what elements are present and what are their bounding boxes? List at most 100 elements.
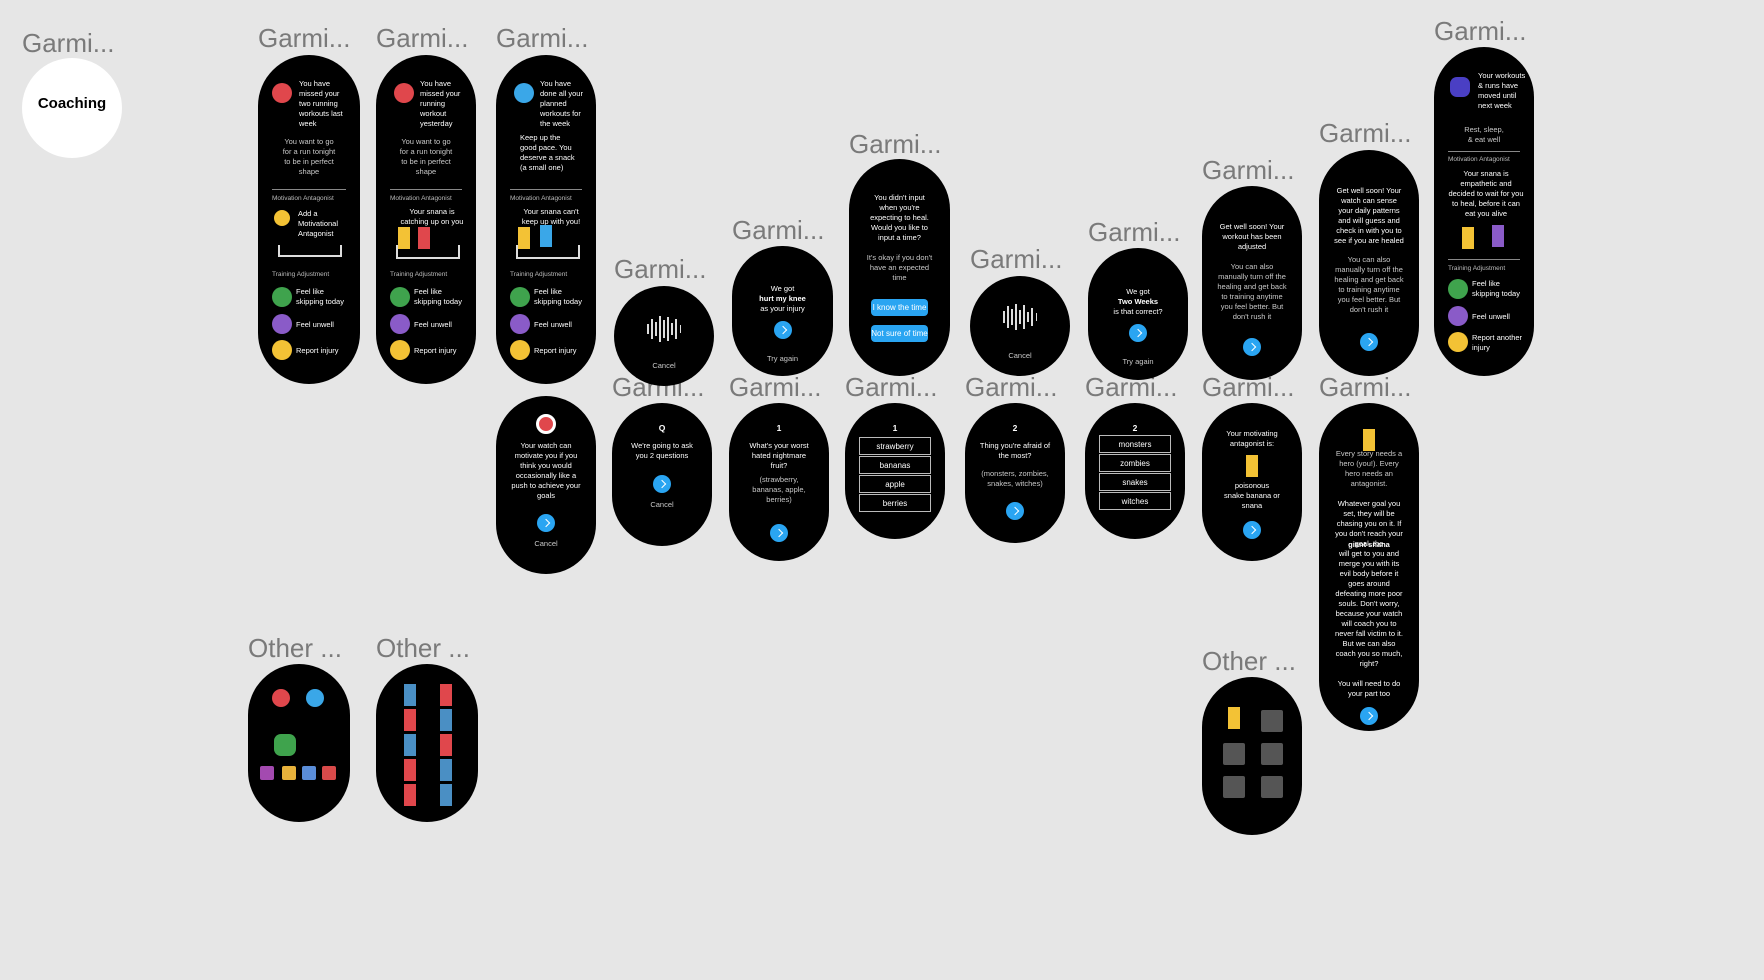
cancel-button[interactable]: Cancel bbox=[534, 539, 558, 548]
plus-icon[interactable] bbox=[510, 340, 530, 360]
cancel-button[interactable]: Cancel bbox=[1008, 351, 1032, 360]
watch-screen-missed-two-workouts[interactable]: You have missed your two running workout… bbox=[258, 55, 360, 384]
watch-screen-motivate-intro[interactable]: Your watch can motivate you if you think… bbox=[496, 396, 596, 574]
option-monsters[interactable]: monsters bbox=[1099, 435, 1171, 453]
watch-screen-answer-1[interactable]: 1 strawberry bananas apple berries bbox=[845, 403, 945, 539]
plus-icon[interactable] bbox=[390, 340, 410, 360]
smile-icon[interactable] bbox=[272, 287, 292, 307]
frame-label[interactable]: Garmi... bbox=[729, 372, 822, 402]
frame-label[interactable]: Garmi... bbox=[1319, 372, 1412, 402]
watch-screen-injury-confirm[interactable]: We got hurt my knee as your injury Try a… bbox=[732, 246, 833, 376]
cancel-button[interactable]: Cancel bbox=[650, 500, 674, 509]
watch-screen-voice-input[interactable]: Cancel bbox=[970, 276, 1070, 376]
frame-label[interactable]: Garmi... bbox=[258, 23, 351, 53]
plus-icon[interactable] bbox=[274, 210, 290, 226]
confirm-button[interactable] bbox=[1129, 324, 1147, 342]
watch-screen-question-2[interactable]: 2 Thing you're afraid of the most? (mons… bbox=[965, 403, 1065, 543]
frame-label[interactable]: Garmi... bbox=[1434, 16, 1527, 46]
add-antagonist-item[interactable]: Add a Motivational Antagonist bbox=[298, 209, 339, 238]
sick-face-icon[interactable] bbox=[390, 314, 410, 334]
frame-label[interactable]: Garmi... bbox=[970, 244, 1063, 274]
action-unwell[interactable]: Feel unwell bbox=[534, 320, 572, 329]
continue-button[interactable] bbox=[1243, 338, 1261, 356]
continue-button[interactable] bbox=[1360, 333, 1378, 351]
sick-face-icon[interactable] bbox=[1448, 306, 1468, 326]
watch-screen-antagonist-result[interactable]: Your motivating antagonist is: poisonous… bbox=[1202, 403, 1302, 561]
continue-button[interactable] bbox=[1243, 521, 1261, 539]
smile-icon[interactable] bbox=[390, 287, 410, 307]
watch-screen-missed-workout-yesterday[interactable]: You have missed your running workout yes… bbox=[376, 55, 476, 384]
option-bananas[interactable]: bananas bbox=[859, 456, 931, 474]
continue-button[interactable] bbox=[1006, 502, 1024, 520]
watch-screen-workout-adjusted[interactable]: Get well soon! Your workout has been adj… bbox=[1202, 186, 1302, 380]
action-injury[interactable]: Report another injury bbox=[1472, 333, 1523, 352]
continue-button[interactable] bbox=[653, 475, 671, 493]
smile-icon[interactable] bbox=[510, 287, 530, 307]
option-zombies[interactable]: zombies bbox=[1099, 454, 1171, 472]
action-injury[interactable]: Report injury bbox=[414, 346, 457, 355]
icon-set-people[interactable] bbox=[376, 664, 478, 822]
frame-label[interactable]: Garmi... bbox=[22, 28, 115, 58]
watch-screen-questions-intro[interactable]: Q We're going to ask you 2 questions Can… bbox=[612, 403, 712, 546]
action-skip[interactable]: Feel like skipping today bbox=[414, 287, 462, 306]
icon-set-emojis[interactable] bbox=[248, 664, 350, 822]
watch-screen-antagonist-story[interactable]: Every story needs a hero (you!). Every h… bbox=[1319, 403, 1419, 731]
plus-icon[interactable] bbox=[1448, 332, 1468, 352]
continue-button[interactable] bbox=[537, 514, 555, 532]
frame-label[interactable]: Garmi... bbox=[614, 254, 707, 284]
confirm-button[interactable] bbox=[773, 321, 792, 339]
action-injury[interactable]: Report injury bbox=[296, 346, 339, 355]
plane-icon bbox=[302, 766, 316, 780]
watch-screen-duration-confirm[interactable]: We got Two Weeks is that correct? Try ag… bbox=[1088, 248, 1188, 380]
option-snakes[interactable]: snakes bbox=[1099, 473, 1171, 491]
watch-screen-voice-input[interactable]: Cancel bbox=[614, 286, 714, 386]
option-strawberry[interactable]: strawberry bbox=[859, 437, 931, 455]
watch-screen-answer-2[interactable]: 2 monsters zombies snakes witches bbox=[1085, 403, 1185, 539]
action-injury[interactable]: Report injury bbox=[534, 346, 577, 355]
option-berries[interactable]: berries bbox=[859, 494, 931, 512]
action-skip[interactable]: Feel like skipping today bbox=[534, 287, 582, 306]
try-again-button[interactable]: Try again bbox=[1122, 357, 1154, 366]
banana-icon bbox=[1246, 455, 1258, 477]
option-apple[interactable]: apple bbox=[859, 475, 931, 493]
sick-face-icon[interactable] bbox=[510, 314, 530, 334]
action-skip[interactable]: Feel like skipping today bbox=[1472, 279, 1520, 298]
frame-label[interactable]: Garmi... bbox=[965, 372, 1058, 402]
try-again-button[interactable]: Try again bbox=[767, 354, 798, 363]
frame-label[interactable]: Garmi... bbox=[845, 372, 938, 402]
coaching-badge[interactable]: Coaching bbox=[22, 58, 122, 158]
frame-label[interactable]: Garmi... bbox=[732, 215, 825, 245]
continue-button[interactable] bbox=[770, 524, 788, 542]
watch-screen-all-workouts-done[interactable]: You have done all your planned workouts … bbox=[496, 55, 596, 384]
not-sure-button[interactable]: Not sure of time bbox=[871, 325, 928, 342]
frame-label[interactable]: Other ... bbox=[376, 633, 470, 663]
option-witches[interactable]: witches bbox=[1099, 492, 1171, 510]
frame-label[interactable]: Garmi... bbox=[1202, 155, 1295, 185]
action-unwell[interactable]: Feel unwell bbox=[296, 320, 334, 329]
action-unwell[interactable]: Feel unwell bbox=[414, 320, 452, 329]
notification-subtext: Rest, sleep, & eat well bbox=[1464, 125, 1504, 144]
frame-label[interactable]: Garmi... bbox=[1088, 217, 1181, 247]
watch-screen-heal-time[interactable]: You didn't input when you're expecting t… bbox=[849, 159, 950, 376]
cancel-button[interactable]: Cancel bbox=[652, 361, 676, 370]
frame-label[interactable]: Other ... bbox=[1202, 646, 1296, 676]
action-skip[interactable]: Feel like skipping today bbox=[296, 287, 344, 306]
frame-label[interactable]: Garmi... bbox=[1319, 118, 1412, 148]
watch-screen-workouts-moved[interactable]: Your workouts & runs have moved until ne… bbox=[1434, 47, 1534, 376]
icon-set-antagonists[interactable] bbox=[1202, 677, 1302, 835]
watch-screen-auto-heal-detect[interactable]: Get well soon! Your watch can sense your… bbox=[1319, 150, 1419, 376]
story-text-3: You will need to do your part too bbox=[1337, 679, 1401, 698]
action-unwell[interactable]: Feel unwell bbox=[1472, 312, 1510, 321]
sick-face-icon[interactable] bbox=[272, 314, 292, 334]
divider bbox=[510, 189, 582, 190]
frame-label[interactable]: Other ... bbox=[248, 633, 342, 663]
progress-path bbox=[396, 245, 460, 259]
continue-button[interactable] bbox=[1360, 707, 1378, 725]
frame-label[interactable]: Garmi... bbox=[496, 23, 589, 53]
smile-icon[interactable] bbox=[1448, 279, 1468, 299]
frame-label[interactable]: Garmi... bbox=[376, 23, 469, 53]
know-time-button[interactable]: I know the time bbox=[871, 299, 928, 316]
bandage-face-icon[interactable] bbox=[272, 340, 292, 360]
watch-screen-question-1[interactable]: 1 What's your worst hated nightmare frui… bbox=[729, 403, 829, 561]
frame-label[interactable]: Garmi... bbox=[849, 129, 942, 159]
